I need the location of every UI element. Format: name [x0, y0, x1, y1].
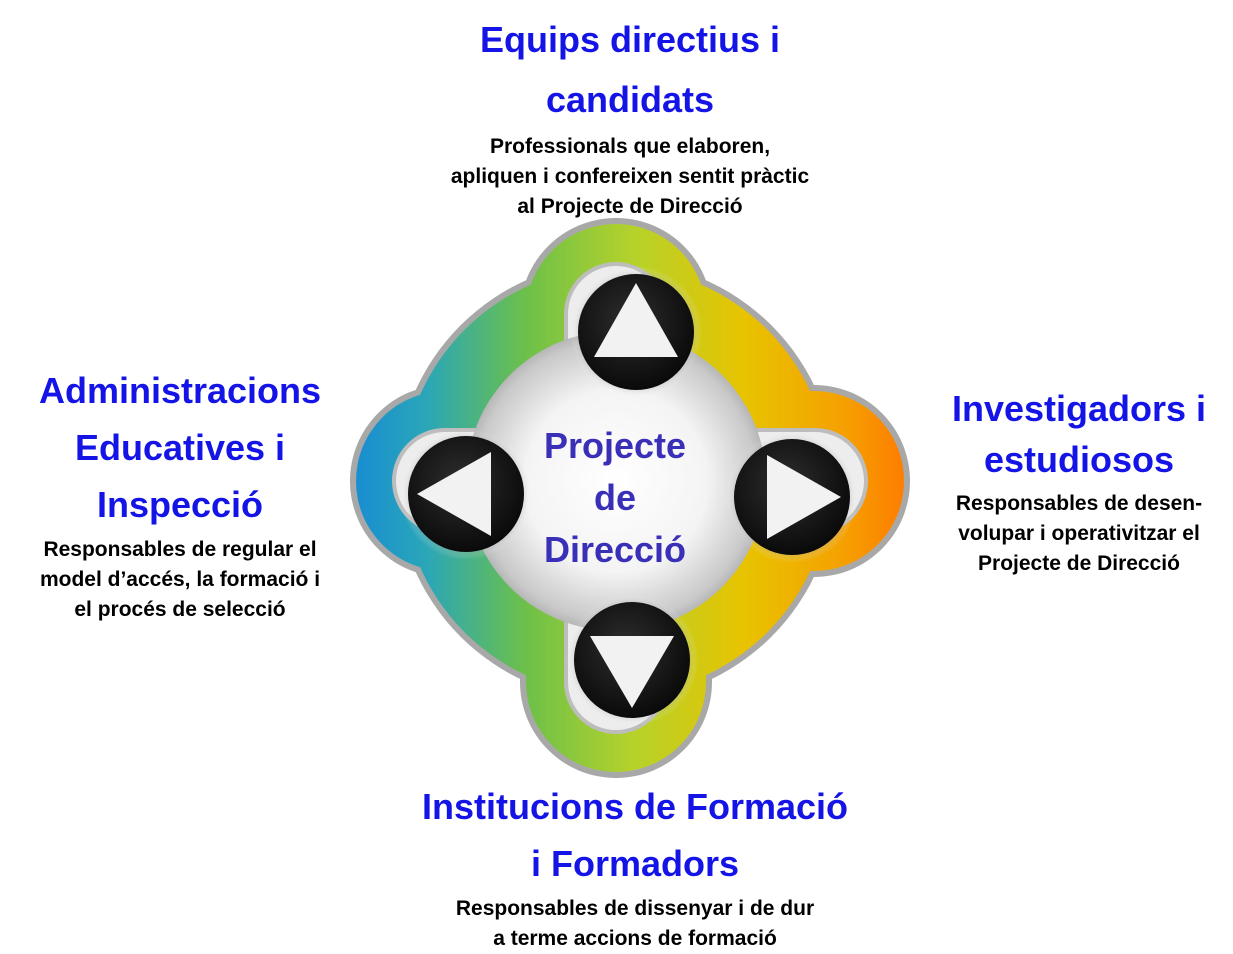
description-line: Professionals que elaboren,	[489, 135, 771, 158]
description-line: volupar i operativitzar el	[958, 522, 1200, 545]
right-button[interactable]	[726, 431, 858, 563]
left-stakeholder: Administracions Educatives i Inspecció R…	[0, 362, 360, 625]
triangle-left-icon	[417, 452, 491, 536]
description-line: el procés de selecció	[74, 598, 286, 621]
right-stakeholder: Investigadors i estudiosos Responsables …	[925, 383, 1233, 579]
description-line: Responsables de dissenyar i de dur	[455, 897, 815, 920]
description-line: model d’accés, la formació i	[39, 568, 321, 591]
left-button[interactable]	[400, 428, 532, 560]
up-button[interactable]	[570, 266, 702, 398]
down-button[interactable]	[566, 594, 698, 726]
top-heading: Equips directius i candidats	[380, 10, 880, 130]
description-line: Responsables de desen-	[955, 492, 1203, 515]
heading-line: Administracions	[38, 370, 322, 411]
heading-line: Equips directius i	[479, 19, 781, 60]
bottom-description: Responsables de dissenyar i de dur a ter…	[380, 894, 890, 954]
heading-line: Investigadors i	[951, 388, 1207, 429]
left-heading: Administracions Educatives i Inspecció	[0, 362, 360, 533]
heading-line: Educatives i	[74, 427, 286, 468]
description-line: Responsables de regular el	[43, 538, 317, 561]
center-line: Projecte	[543, 425, 687, 466]
triangle-down-icon	[590, 636, 674, 708]
top-stakeholder: Equips directius i candidats Professiona…	[380, 10, 880, 222]
heading-line: Institucions de Formació	[421, 786, 849, 827]
heading-line: Inspecció	[96, 484, 264, 525]
triangle-right-icon	[767, 455, 841, 539]
center-line: de	[593, 477, 636, 518]
bottom-heading: Institucions de Formació i Formadors	[380, 778, 890, 892]
description-line: a terme accions de formació	[493, 927, 777, 950]
description-line: Projecte de Direcció	[978, 552, 1180, 575]
center-line: Direcció	[543, 529, 687, 570]
top-description: Professionals que elaboren, apliquen i c…	[380, 132, 880, 222]
left-description: Responsables de regular el model d’accés…	[0, 535, 360, 625]
description-line: al Projecte de Direcció	[517, 195, 743, 218]
bottom-stakeholder: Institucions de Formació i Formadors Res…	[380, 778, 890, 954]
heading-line: i Formadors	[530, 843, 740, 884]
heading-line: candidats	[545, 79, 715, 120]
right-description: Responsables de desen- volupar i operati…	[925, 489, 1233, 579]
center-label: Projecte de Direcció	[520, 420, 710, 576]
heading-line: estudiosos	[983, 439, 1175, 480]
right-heading: Investigadors i estudiosos	[925, 383, 1233, 485]
triangle-up-icon	[594, 283, 678, 357]
description-line: apliquen i confereixen sentit pràctic	[450, 165, 810, 188]
